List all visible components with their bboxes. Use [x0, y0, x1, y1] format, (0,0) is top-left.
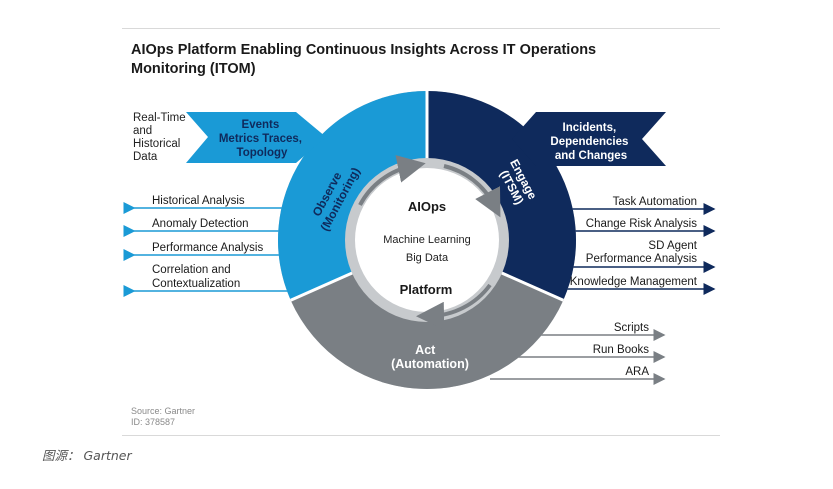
right-output-label: SD Agent — [648, 240, 697, 252]
act-output-label: Run Books — [593, 344, 650, 356]
act-output-label: Scripts — [614, 322, 649, 334]
input-label-line: Data — [133, 151, 158, 163]
cycle-arrow-bottom — [416, 283, 492, 330]
cycle-arrow-top-right — [443, 164, 501, 218]
input-label-line: Real-Time — [133, 112, 186, 124]
source-id: ID: 378587 — [131, 417, 176, 427]
figure-frame — [122, 28, 720, 436]
act-output-labels: Scripts Run Books ARA — [593, 322, 650, 378]
input-banner — [186, 112, 326, 163]
left-output-label: Correlation and — [152, 264, 231, 276]
act-label: Act (Automation) — [391, 343, 469, 371]
act-title: Act — [415, 343, 436, 357]
source-note: Source: Gartner ID: 378587 — [131, 406, 195, 428]
input-banner-line: Events — [242, 119, 280, 131]
cycle-arrows — [358, 155, 501, 330]
right-output-labels: Task Automation Change Risk Analysis SD … — [570, 196, 698, 288]
input-banner-line: Metrics Traces, — [219, 133, 302, 145]
right-output-label: Change Risk Analysis — [586, 218, 697, 230]
center-title: AIOps — [408, 199, 446, 214]
image-caption: 图源： Gartner — [42, 448, 132, 463]
output-banner-line: and Changes — [555, 150, 627, 162]
output-banner-line: Incidents, — [563, 122, 617, 134]
right-output-label: Task Automation — [613, 196, 697, 208]
left-output-arrows — [123, 202, 300, 297]
output-banner — [512, 112, 666, 166]
input-label: Real-Time and Historical Data — [133, 112, 189, 163]
center-disc — [355, 168, 499, 312]
left-output-label: Performance Analysis — [152, 242, 263, 254]
cycle-arrow-top-left — [358, 155, 426, 206]
output-banner-text: Incidents, Dependencies and Changes — [550, 122, 631, 162]
figure-title: AIOps Platform Enabling Continuous Insig… — [131, 41, 671, 79]
act-output-label: ARA — [625, 366, 649, 378]
input-label-line: Historical — [133, 138, 180, 150]
left-output-labels: Historical Analysis Anomaly Detection Pe… — [152, 195, 263, 290]
center-bottom: Platform — [400, 282, 453, 297]
output-banner-line: Dependencies — [550, 136, 628, 148]
left-output-label: Anomaly Detection — [152, 218, 249, 230]
left-output-label: Contextualization — [152, 278, 240, 290]
source-line: Source: Gartner — [131, 406, 196, 416]
input-label-line: and — [133, 125, 152, 137]
title-line-1: AIOps Platform Enabling Continuous Insig… — [131, 42, 597, 58]
left-output-label: Historical Analysis — [152, 195, 245, 207]
center-line-1: Machine Learning — [383, 234, 470, 246]
right-output-label: Performance Analysis — [586, 253, 697, 265]
right-output-label: Knowledge Management — [570, 276, 698, 288]
title-line-2: Monitoring (ITOM) — [131, 61, 256, 77]
input-banner-line: Topology — [237, 147, 288, 159]
act-subtitle: (Automation) — [391, 357, 469, 371]
center-line-2: Big Data — [406, 252, 449, 264]
input-banner-text: Events Metrics Traces, Topology — [219, 119, 305, 159]
